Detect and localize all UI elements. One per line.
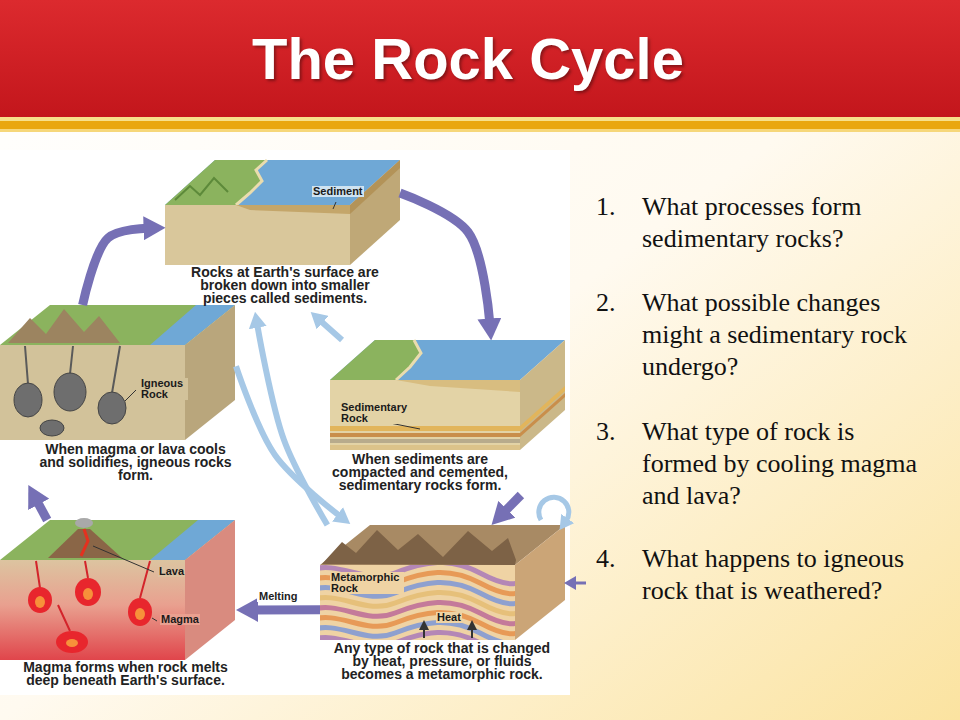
edge-label: Melting	[257, 590, 300, 602]
heat-arrow	[423, 628, 425, 638]
magma-chamber	[28, 587, 52, 613]
magma-block: LavaMagmaMagma forms when rock melts dee…	[0, 520, 236, 692]
magma-glow	[83, 588, 93, 600]
sediment-layer	[236, 205, 350, 214]
rock-layer	[520, 386, 565, 431]
magma-block-art	[0, 518, 235, 660]
pathway-arrow	[320, 321, 342, 340]
igneous-intrusion	[40, 420, 64, 436]
cycle-arrow	[37, 501, 47, 520]
land-surface	[165, 160, 267, 205]
cycle-arrow	[400, 193, 490, 323]
magma-chamber	[75, 578, 101, 606]
pathway-arrow	[236, 366, 340, 516]
block-side	[350, 160, 400, 265]
block-label: Lava	[158, 566, 185, 577]
ash-cloud	[75, 518, 93, 528]
block-side	[520, 340, 565, 450]
recycle-loop-arrow	[539, 497, 569, 521]
question-text: What possible changes might a sedimentar…	[642, 287, 927, 383]
folded-layers	[320, 565, 515, 640]
sediment-block: SedimentRocks at Earth's surface are bro…	[165, 160, 400, 312]
sediment-layer	[396, 380, 520, 392]
block-side	[185, 520, 235, 660]
leader-line	[125, 390, 136, 401]
block-caption: Rocks at Earth's surface are broken down…	[185, 266, 385, 305]
magma-chamber	[56, 631, 88, 653]
cycle-arrow	[83, 228, 148, 305]
igneous-intrusion	[14, 383, 42, 417]
block-front	[165, 205, 350, 265]
block-front	[330, 380, 520, 450]
banner-stripe	[0, 121, 960, 129]
question-text: What type of rock is formed by cooling m…	[642, 416, 927, 512]
block-caption: Any type of rock that is changed by heat…	[327, 642, 557, 681]
question-text: What happens to igneous rock that is wea…	[642, 543, 927, 607]
magma-glow	[35, 596, 45, 608]
block-label: Magma	[160, 614, 200, 625]
rock-layer	[330, 445, 520, 450]
block-label: Igneous Rock	[140, 378, 188, 400]
lava-flow	[81, 529, 88, 556]
rock-layer	[330, 439, 520, 443]
block-front	[0, 560, 185, 660]
igneous-intrusion	[54, 373, 86, 411]
connector-group	[37, 193, 521, 610]
question-number: 2.	[596, 287, 616, 319]
leader-line	[152, 618, 157, 621]
sediment-block-art	[165, 160, 400, 265]
igneous-block: Igneous RockWhen magma or lava cools and…	[0, 305, 236, 485]
sedimentary-block: Sedimentary RockWhen sediments are compa…	[320, 340, 565, 495]
sedimentary-block-art	[330, 340, 565, 450]
hills	[175, 178, 228, 200]
banner-stripe	[0, 117, 960, 121]
rock-layer	[330, 433, 520, 437]
slide-title: The Rock Cycle	[252, 26, 684, 92]
block-label: Metamorphic Rock	[330, 572, 404, 594]
block-label: Sedimentary Rock	[340, 402, 410, 424]
question-text: What processes form sedimentary rocks?	[642, 191, 927, 255]
block-caption: When magma or lava cools and solidifies,…	[38, 443, 233, 482]
igneous-block-art	[0, 305, 235, 440]
diagram-panel	[0, 150, 570, 695]
title-bar: The Rock Cycle	[0, 0, 960, 117]
question-number: 4.	[596, 543, 616, 575]
heat-arrow	[471, 628, 473, 638]
block-caption: When sediments are compacted and cemente…	[325, 453, 515, 492]
banner-stripe	[0, 129, 960, 132]
pathway-arrow	[257, 325, 327, 525]
block-label: Heat	[436, 612, 462, 623]
block-caption: Magma forms when rock melts deep beneath…	[18, 661, 233, 687]
title-banner	[0, 0, 960, 117]
metamorphic-block: Metamorphic RockHeatAny type of rock tha…	[320, 525, 565, 685]
cycle-arrow	[504, 495, 521, 512]
block-label: Sediment	[312, 186, 364, 197]
leader-line	[333, 202, 336, 209]
metamorphic-block-art	[310, 497, 586, 654]
block-side	[185, 305, 235, 440]
question-number: 3.	[596, 416, 616, 448]
cycle-arrow	[254, 605, 320, 614]
rock-layer	[520, 393, 565, 437]
rock-layer	[330, 426, 520, 431]
shoreline	[396, 340, 421, 380]
igneous-intrusion	[98, 392, 126, 424]
mountains	[322, 530, 516, 565]
leader-line	[93, 546, 154, 572]
question-number: 1.	[596, 191, 616, 223]
magma-chamber	[128, 598, 152, 626]
block-side	[515, 525, 565, 640]
land-surface	[330, 340, 421, 380]
pressure-arrow	[574, 582, 586, 585]
mountains	[8, 309, 120, 343]
folded-layer	[320, 632, 515, 640]
shoreline	[236, 160, 267, 205]
magma-glow	[66, 639, 78, 647]
magma-glow	[135, 608, 145, 620]
